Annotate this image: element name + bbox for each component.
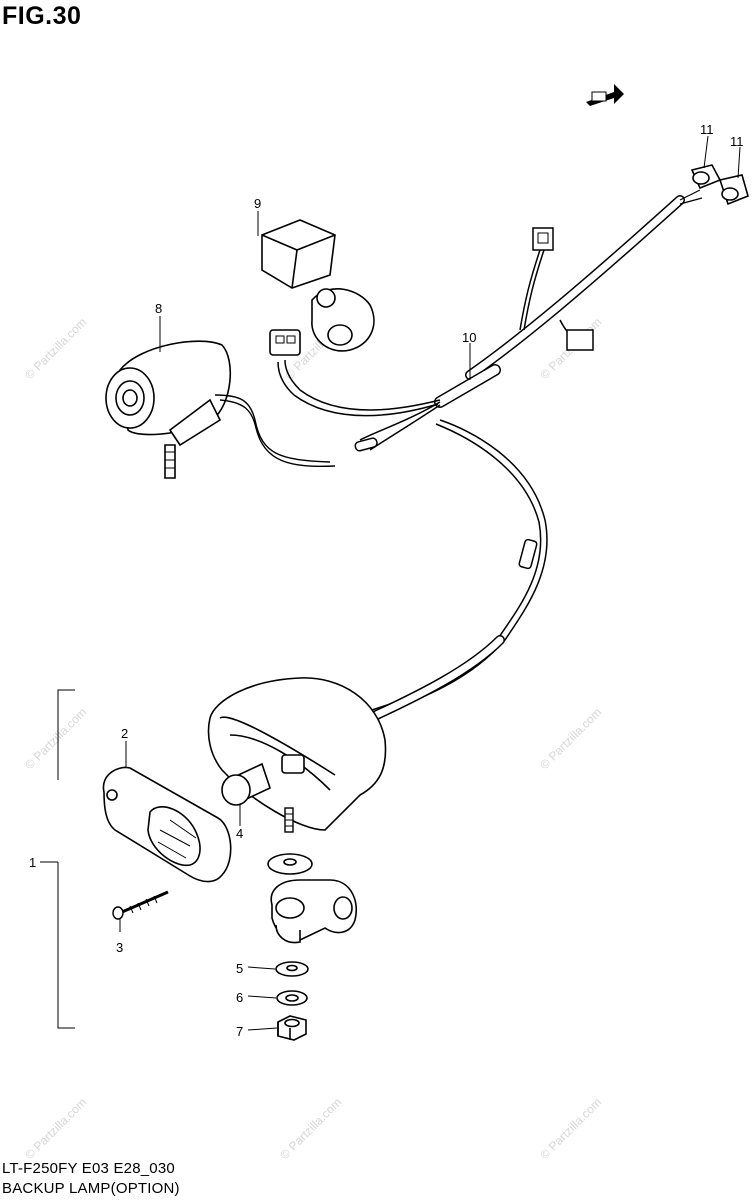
- part-label-5: 5: [236, 961, 243, 976]
- forward-arrow-icon: [586, 84, 624, 106]
- part-label-8: 8: [155, 301, 162, 316]
- lamp-lens: [102, 766, 232, 883]
- part-label-3: 3: [116, 940, 123, 955]
- watermark: © Partzilla.com: [22, 705, 89, 772]
- stud-bolt: [284, 807, 294, 833]
- lock-washer: [276, 990, 308, 1006]
- watermark: © Partzilla.com: [537, 705, 604, 772]
- watermark: © Partzilla.com: [537, 1095, 604, 1162]
- leader-lines: [119, 135, 741, 1031]
- part-label-2: 2: [121, 726, 128, 741]
- part-label-9: 9: [254, 196, 261, 211]
- connector-cap: [690, 164, 722, 190]
- screw: [112, 890, 169, 920]
- part-label-1: 1: [29, 855, 36, 870]
- washer: [275, 961, 309, 977]
- figure-title: FIG.30: [2, 2, 82, 30]
- connector-cap: [718, 174, 749, 206]
- watermark: © Partzilla.com: [277, 1095, 344, 1162]
- part-label-7: 7: [236, 1024, 243, 1039]
- part-labels: 1 2 3 4 5 6 7 8 9 10 11 11: [29, 122, 744, 1039]
- mounting-clamp: [270, 879, 357, 944]
- washer: [267, 853, 313, 875]
- part-label-6: 6: [236, 990, 243, 1005]
- group-bracket: [40, 689, 75, 1029]
- backup-lamp: [105, 340, 336, 479]
- part-label-4: 4: [236, 826, 243, 841]
- tail-lamp-housing: [207, 677, 387, 831]
- model-code: LT-F250FY E03 E28_030: [2, 1160, 175, 1177]
- part-label-11: 11: [700, 122, 714, 137]
- diagram-caption: BACKUP LAMP(OPTION): [2, 1180, 180, 1197]
- wiring-harness: [277, 189, 703, 723]
- watermark: © Partzilla.com: [22, 1095, 89, 1162]
- part-label-10: 10: [462, 330, 476, 345]
- nut: [277, 1015, 307, 1041]
- relay: [261, 219, 375, 356]
- watermark: © Partzilla.com: [22, 315, 89, 382]
- bulb: [221, 762, 271, 806]
- part-label-11: 11: [730, 134, 744, 149]
